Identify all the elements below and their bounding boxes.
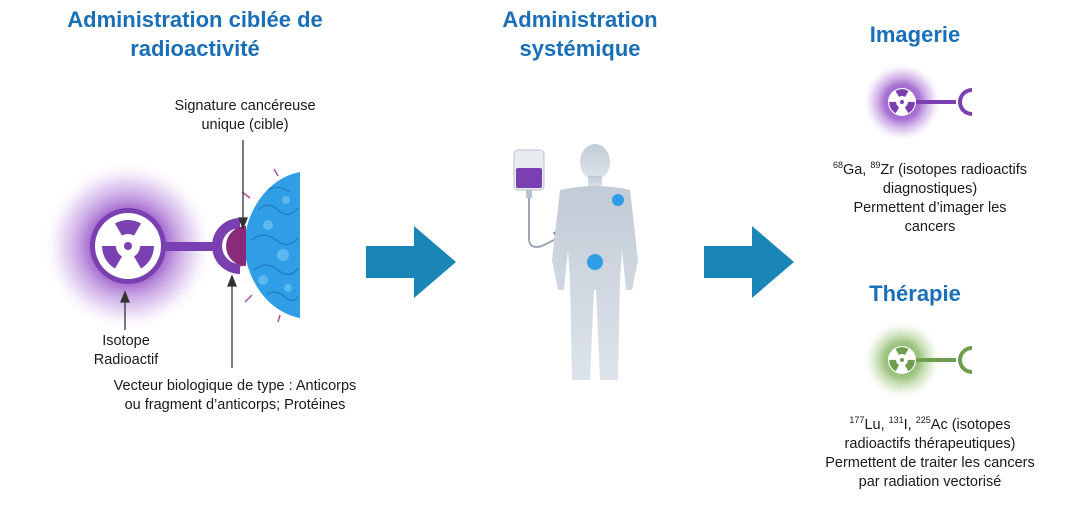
target-label-line2: unique (cible) [201,117,289,133]
arrow-right-icon [366,226,456,298]
arrow-right-icon [704,226,794,298]
therapy-description: 177Lu, 131I, 225Ac (isotopes radioactifs… [790,416,1070,492]
imaging-iso2-symbol: Zr (isotopes radioactifs [880,162,1028,178]
imaging-line4: cancers [904,219,956,235]
imaging-iso1-mass: 68 [832,160,843,171]
therapy-line2: radioactifs thérapeutiques) [844,436,1016,452]
imaging-line2: diagnostiques) [882,181,978,197]
therapy-title: Thérapie [869,281,961,306]
linker [166,242,218,251]
metastasis-dot [612,194,624,206]
therapy-isotopes: 177Lu, 131I, 225Ac (isotopes [790,416,1070,435]
isotope-label-line2: Radioactif [93,352,159,368]
human-body [552,144,638,380]
imaging-line3: Permettent d’imager les [853,200,1007,216]
therapy-line4: par radiation vectorisé [858,474,1002,490]
isotope-label-line1: Isotope [102,333,150,349]
imaging-conjugate [862,62,972,142]
therapy-iso2-symbol: I, [903,417,916,433]
target-antigen [226,226,246,266]
tumor-dot [587,254,603,270]
therapy-iso3-mass: 225 [915,415,931,426]
target-label-line1: Signature cancéreuse [174,98,316,114]
imaging-isotopes: 68Ga, 89Zr (isotopes radioactifs [790,161,1070,180]
middle-title-line2: systémique [519,36,641,61]
target-label: Signature cancéreuse unique (cible) [150,97,340,135]
therapy-iso1-symbol: Lu, [864,417,889,433]
middle-title: Administration systémique [470,5,690,63]
radio-conjugate [42,160,246,332]
therapy-iso1-mass: 177 [849,415,865,426]
imaging-iso2-mass: 89 [870,160,881,171]
antibody-cup [212,218,240,274]
imaging-description: 68Ga, 89Zr (isotopes radioactifs diagnos… [790,161,1070,237]
therapy-line3: Permettent de traiter les cancers [825,455,1035,471]
left-title-line1: Administration ciblée de [67,7,323,32]
therapy-conjugate [862,320,972,400]
radiation-icon [889,347,915,372]
radiation-icon [889,89,915,114]
left-title-line2: radioactivité [130,36,260,61]
vector-label-line1: Vecteur biologique de type : Anticorps [113,378,357,394]
left-title: Administration ciblée de radioactivité [40,5,350,63]
radiation-icon [102,220,154,269]
isotope-label: Isotope Radioactif [90,332,162,370]
vector-label-line2: ou fragment d’anticorps; Protéines [124,397,346,413]
middle-title-line1: Administration [502,7,658,32]
therapy-iso2-mass: 131 [888,415,904,426]
imaging-iso1-symbol: Ga, [842,162,871,178]
vector-label: Vecteur biologique de type : Anticorps o… [70,377,400,415]
imaging-title: Imagerie [869,22,961,47]
therapy-iso3-symbol: Ac (isotopes [930,417,1011,433]
